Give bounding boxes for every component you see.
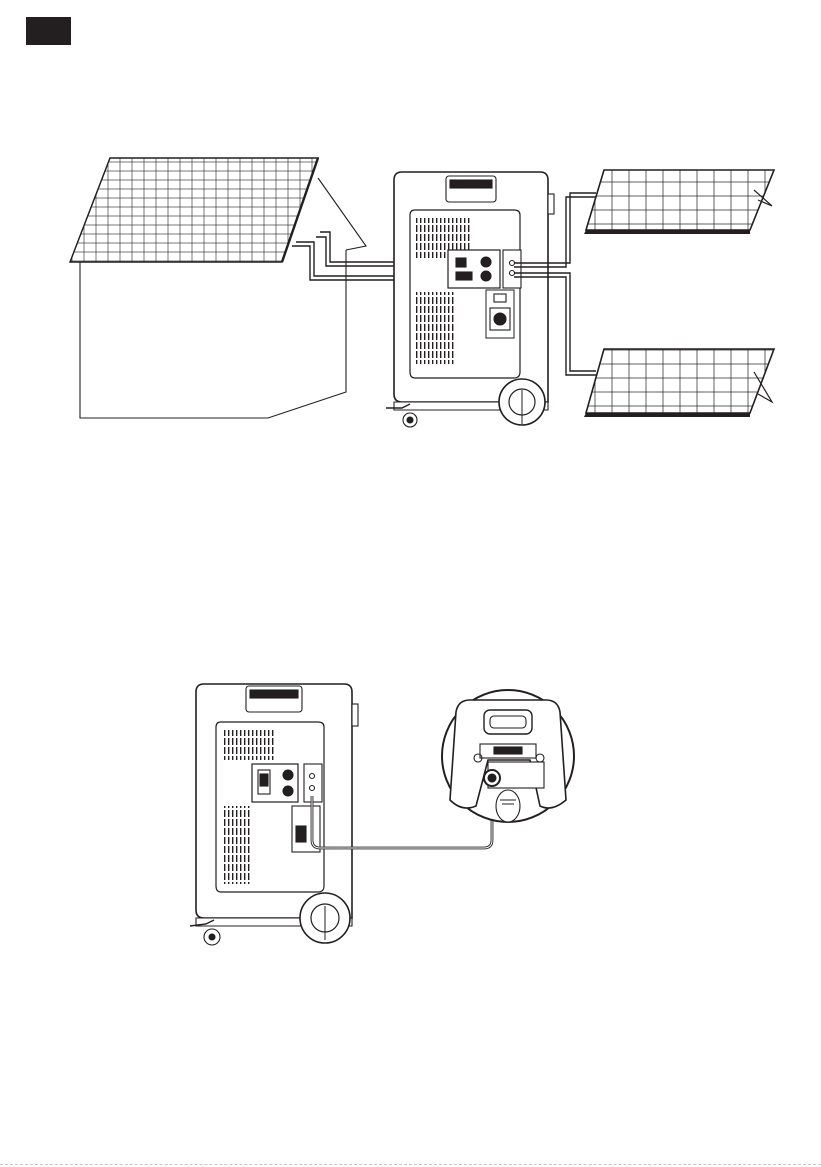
power-station-unit-2 — [190, 684, 358, 945]
figure-car-charging-connection — [190, 684, 574, 945]
car-12v-socket-closeup — [442, 690, 574, 822]
input-port-panel — [448, 250, 500, 288]
portable-solar-panel-top — [584, 170, 774, 234]
house-illustration — [70, 158, 366, 418]
figure-rooftop-and-portable-solar — [70, 158, 774, 427]
power-station-unit — [386, 172, 554, 427]
portable-solar-panel-bottom — [584, 349, 774, 417]
